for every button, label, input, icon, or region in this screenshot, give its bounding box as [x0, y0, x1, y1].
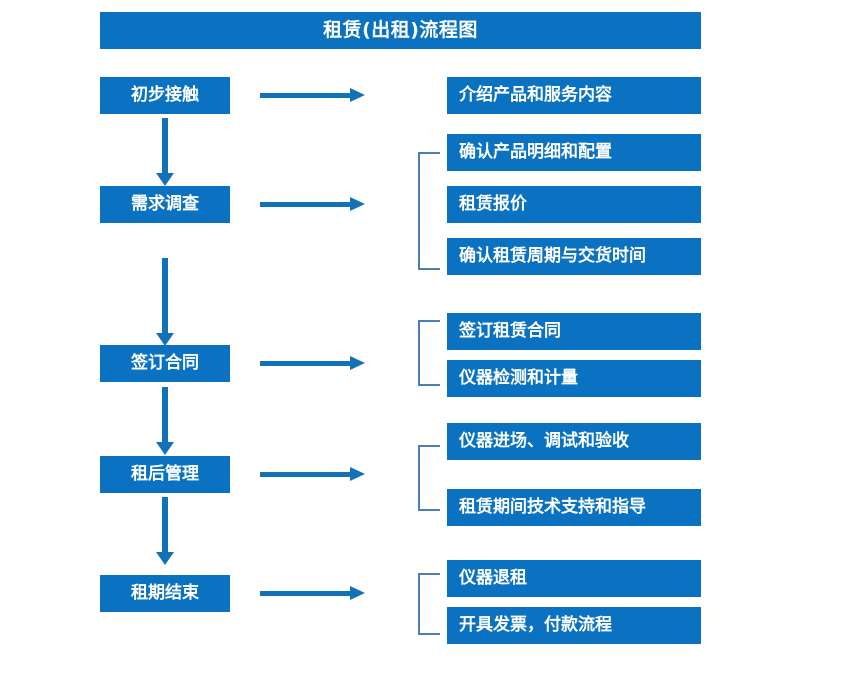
arrow-down-4-icon [156, 497, 174, 565]
arrow-shaft [260, 591, 352, 596]
arrow-head [156, 173, 174, 186]
stage-box-1[interactable]: 初步接触 [100, 77, 230, 114]
group-bracket-2 [418, 152, 440, 270]
detail-box-2-3[interactable]: 确认租赁周期与交货时间 [447, 238, 701, 275]
detail-box-2-1[interactable]: 确认产品明细和配置 [447, 134, 701, 171]
detail-box-3-1[interactable]: 签订租赁合同 [447, 313, 701, 350]
detail-box-3-2[interactable]: 仪器检测和计量 [447, 360, 701, 397]
group-bracket-5 [418, 573, 440, 635]
detail-label-4-1: 仪器进场、调试和验收 [459, 431, 629, 451]
diagram-title: 租赁(出租)流程图 [323, 19, 478, 41]
detail-label-4-2: 租赁期间技术支持和指导 [459, 497, 646, 517]
arrow-right-stage-4-icon [260, 467, 365, 481]
group-bracket-4 [418, 445, 440, 511]
stage-label-2: 需求调查 [131, 194, 199, 214]
arrow-shaft [162, 387, 168, 442]
diagram-title-banner: 租赁(出租)流程图 [100, 12, 701, 49]
arrow-head [350, 197, 365, 211]
arrow-head [350, 586, 365, 600]
stage-box-4[interactable]: 租后管理 [100, 456, 230, 493]
arrow-down-2-icon [156, 258, 174, 346]
arrow-right-stage-5-icon [260, 586, 365, 600]
arrow-shaft [260, 202, 352, 207]
arrow-shaft [162, 118, 168, 173]
group-bracket-3 [418, 320, 440, 386]
detail-box-2-2[interactable]: 租赁报价 [447, 186, 701, 223]
stage-box-3[interactable]: 签订合同 [100, 345, 230, 382]
detail-label-5-1: 仪器退租 [459, 568, 527, 588]
detail-box-4-1[interactable]: 仪器进场、调试和验收 [447, 423, 701, 460]
arrow-head [156, 333, 174, 346]
detail-box-4-2[interactable]: 租赁期间技术支持和指导 [447, 489, 701, 526]
arrow-head [350, 88, 365, 102]
detail-label-2-3: 确认租赁周期与交货时间 [459, 246, 646, 266]
detail-box-5-2[interactable]: 开具发票，付款流程 [447, 607, 701, 644]
arrow-down-1-icon [156, 118, 174, 186]
arrow-right-stage-1-icon [260, 88, 365, 102]
arrow-right-stage-2-icon [260, 197, 365, 211]
detail-label-3-2: 仪器检测和计量 [459, 368, 578, 388]
stage-box-5[interactable]: 租期结束 [100, 575, 230, 612]
stage-label-3: 签订合同 [131, 353, 199, 373]
arrow-shaft [260, 472, 352, 477]
detail-label-1-1: 介绍产品和服务内容 [459, 85, 612, 105]
stage-label-1: 初步接触 [131, 85, 199, 105]
detail-box-5-1[interactable]: 仪器退租 [447, 560, 701, 597]
arrow-down-3-icon [156, 387, 174, 455]
stage-label-4: 租后管理 [131, 464, 199, 484]
stage-box-2[interactable]: 需求调查 [100, 186, 230, 223]
arrow-head [350, 467, 365, 481]
arrow-right-stage-3-icon [260, 356, 365, 370]
arrow-shaft [260, 361, 352, 366]
arrow-shaft [162, 258, 168, 333]
detail-label-2-1: 确认产品明细和配置 [459, 142, 612, 162]
arrow-shaft [260, 93, 352, 98]
detail-label-5-2: 开具发票，付款流程 [459, 615, 612, 635]
arrow-shaft [162, 497, 168, 552]
arrow-head [350, 356, 365, 370]
detail-label-2-2: 租赁报价 [459, 194, 527, 214]
arrow-head [156, 442, 174, 455]
detail-box-1-1[interactable]: 介绍产品和服务内容 [447, 77, 701, 114]
arrow-head [156, 552, 174, 565]
stage-label-5: 租期结束 [131, 583, 199, 603]
detail-label-3-1: 签订租赁合同 [459, 321, 561, 341]
